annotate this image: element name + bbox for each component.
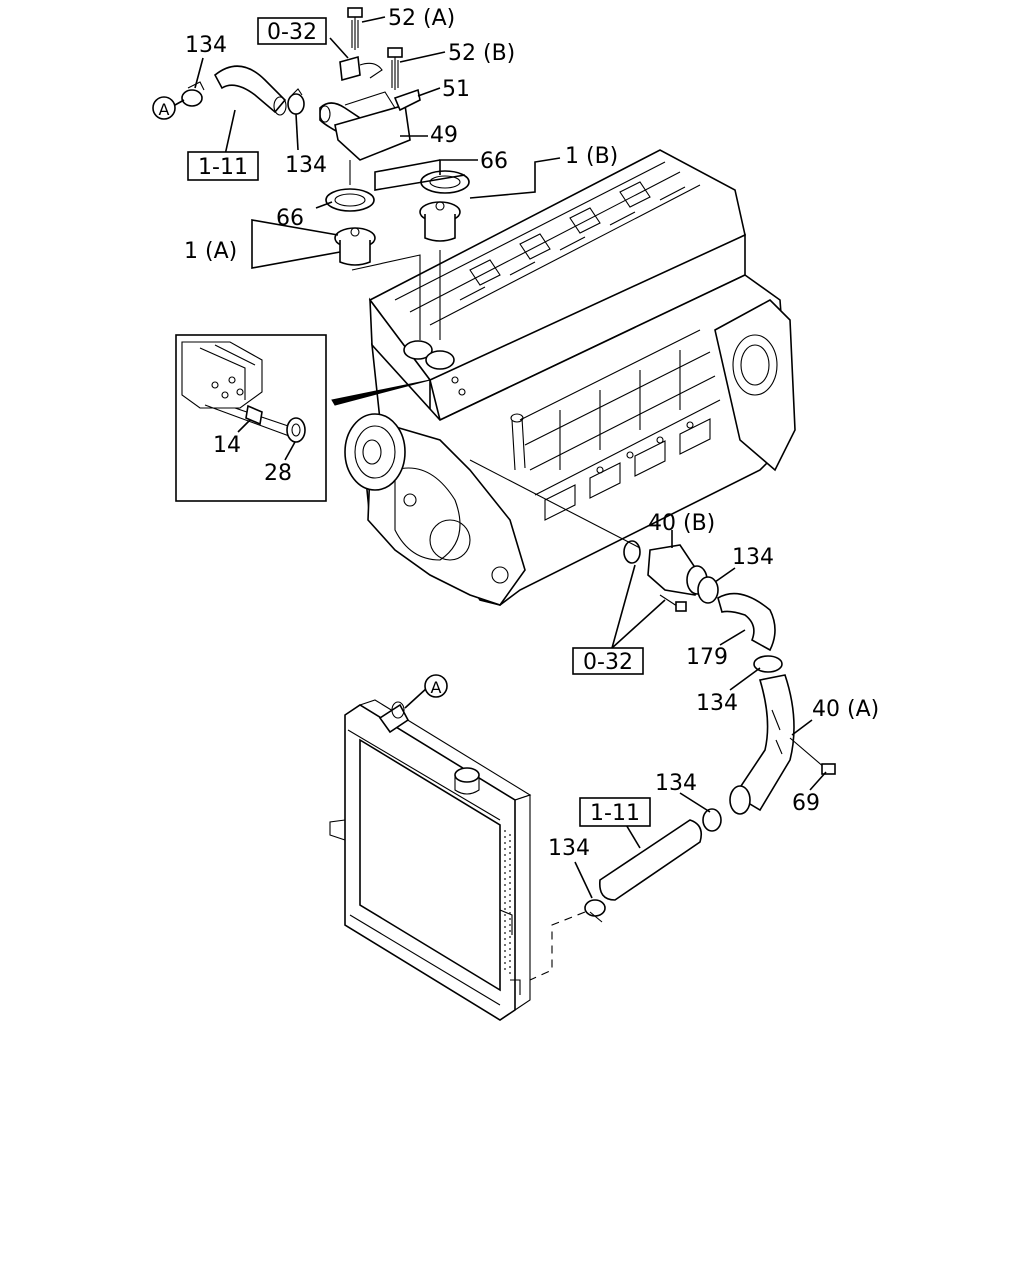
label-40a: 40 (A): [812, 697, 879, 722]
box-0-32-top: [257, 17, 327, 45]
label-134-r4: 134: [548, 836, 590, 861]
radiator: [329, 699, 532, 1021]
reference-markers: A A: [152, 96, 448, 698]
label-1a: 1 (A): [184, 239, 237, 264]
label-40b: 40 (B): [648, 511, 715, 536]
label-0-32-top: 0-32: [267, 20, 317, 45]
label-134-r1: 134: [732, 545, 774, 570]
label-134-r3: 134: [655, 771, 697, 796]
thermostat-housing-assembly: [181, 7, 470, 340]
label-134-r2: 134: [696, 691, 738, 716]
ref-a-rad: A: [431, 678, 442, 697]
box-0-32-bot: [572, 647, 644, 675]
label-134-mid: 134: [285, 153, 327, 178]
box-1-11-bot: [579, 797, 651, 827]
leader-lines: [194, 16, 827, 899]
label-134-top: 134: [185, 33, 227, 58]
label-66-left: 66: [276, 206, 304, 231]
lower-hose-assembly: [469, 459, 836, 981]
label-52a: 52 (A): [388, 6, 455, 31]
label-49: 49: [430, 123, 458, 148]
label-1-11-bot: 1-11: [590, 801, 640, 826]
label-1-11-top: 1-11: [198, 155, 248, 180]
inset-detail: [175, 334, 327, 502]
label-51: 51: [442, 77, 470, 102]
label-14: 14: [213, 433, 241, 458]
callout-labels: 134 0-32 52 (A) 52 (B) 51 49 1-11 134 66…: [184, 6, 879, 861]
ref-circle-a-top: [152, 96, 176, 120]
label-28: 28: [264, 461, 292, 486]
label-69: 69: [792, 791, 820, 816]
box-1-11-top: [187, 151, 259, 181]
label-179: 179: [686, 645, 728, 670]
ref-a-top: A: [159, 100, 170, 119]
label-66-right: 66: [480, 149, 508, 174]
label-1b: 1 (B): [565, 144, 618, 169]
engine-block: [331, 149, 796, 606]
ref-circle-a-rad: [424, 674, 448, 698]
label-52b: 52 (B): [448, 41, 515, 66]
label-0-32-bot: 0-32: [583, 650, 633, 675]
